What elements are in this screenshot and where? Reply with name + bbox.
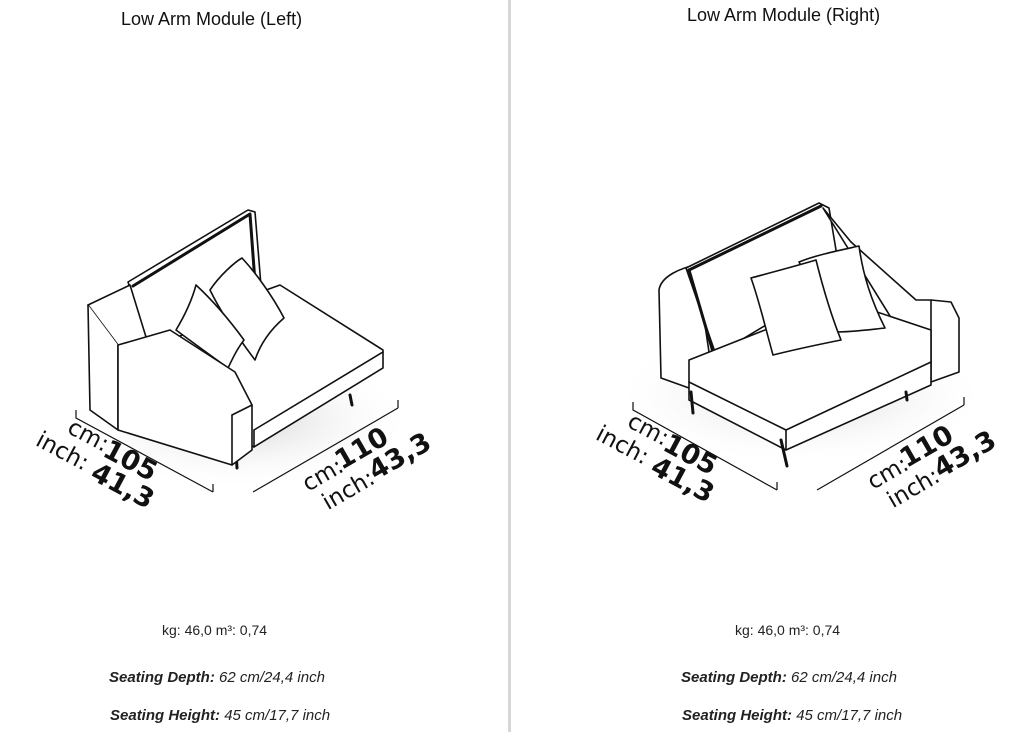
- seating-height-value-right: 45 cm/17,7 inch: [796, 707, 903, 724]
- seating-depth-label-left: Seating Depth:: [109, 669, 215, 686]
- module-title-right: Low Arm Module (Right): [687, 5, 881, 25]
- module-panel-right: Low Arm Module (Right): [511, 0, 1033, 732]
- sofa-module-left-drawing: cm: 105 inch: 41,3 cm: 110 inch: 43,3: [32, 209, 437, 516]
- module-title-left: Low Arm Module (Left): [121, 9, 303, 29]
- module-panel-left: Low Arm Module (Left): [0, 0, 508, 732]
- weight-volume-right: kg: 46,0 m³: 0,74: [735, 622, 841, 638]
- panel-divider: [508, 0, 511, 732]
- seating-depth-label-right: Seating Depth:: [681, 669, 787, 686]
- seating-height-value-left: 45 cm/17,7 inch: [224, 707, 331, 724]
- weight-volume-left: kg: 46,0 m³: 0,74: [162, 622, 268, 638]
- seating-depth-value-right: 62 cm/24,4 inch: [791, 669, 897, 686]
- seating-height-left: Seating Height: 45 cm/17,7 inch: [110, 707, 330, 724]
- seating-height-label-right: Seating Height:: [682, 707, 793, 724]
- seating-height-label-left: Seating Height:: [110, 707, 221, 724]
- seating-depth-value-left: 62 cm/24,4 inch: [219, 669, 325, 686]
- seating-height-right: Seating Height: 45 cm/17,7 inch: [682, 707, 902, 724]
- seating-depth-right: Seating Depth: 62 cm/24,4 inch: [681, 669, 897, 686]
- seating-depth-left: Seating Depth: 62 cm/24,4 inch: [109, 669, 325, 686]
- sofa-module-right-drawing: cm: 105 inch: 41,3 cm: 110 inch: 43,3: [592, 202, 1002, 514]
